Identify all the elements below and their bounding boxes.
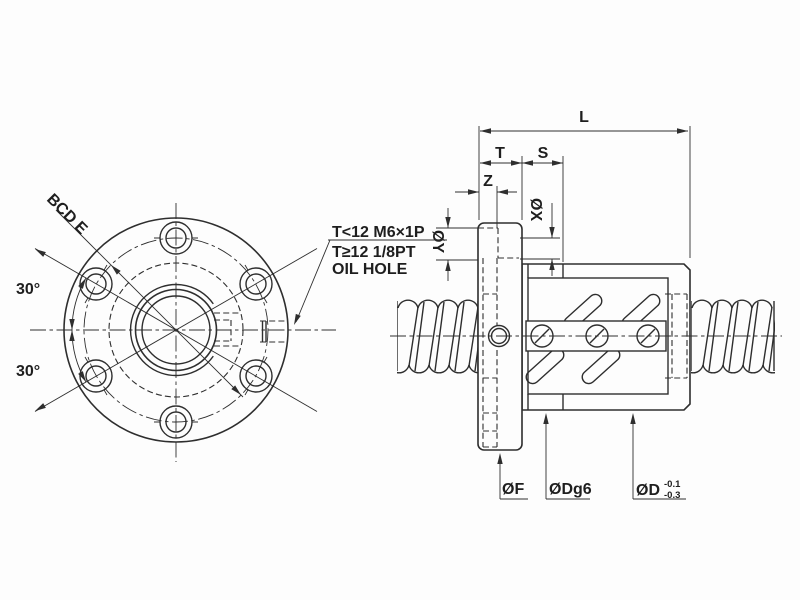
spigot-step-edges — [527, 264, 564, 410]
centerlines — [30, 203, 782, 462]
dim-label-T: T — [495, 145, 505, 162]
dim-label-oD-tol-upper: -0.1 — [664, 479, 681, 490]
dimension-arrowheads — [35, 128, 688, 464]
note-line-2: T≥12 1/8PT — [332, 244, 416, 261]
screw-thread-right — [691, 299, 775, 374]
label-bcd: BCD E — [43, 191, 90, 238]
dim-label-oDg6: ØDg6 — [549, 481, 592, 498]
label-angle-lower: 30° — [16, 363, 40, 380]
screw-thread-left — [397, 299, 478, 374]
front-oil-hole — [260, 320, 288, 343]
side-view: L T S Z ØX ØY ØF ØDg6 ØD -0.1 -0.3 — [397, 109, 775, 501]
dim-label-oD: ØD — [636, 482, 660, 499]
front-view: BCD E 30° 30° — [16, 191, 318, 443]
label-angle-upper: 30° — [16, 281, 40, 298]
dim-label-L: L — [579, 109, 589, 126]
note-line-3: OIL HOLE — [332, 261, 408, 278]
note-line-1: T<12 M6×1P — [332, 224, 425, 241]
dim-label-oD-tol-lower: -0.3 — [664, 490, 680, 501]
oil-hole-note: T<12 M6×1P T≥12 1/8PT OIL HOLE — [295, 224, 447, 323]
dim-label-S: S — [538, 145, 549, 162]
hidden-pocket — [214, 312, 241, 347]
dim-label-oY: ØY — [429, 230, 446, 253]
dim-label-oF: ØF — [502, 481, 524, 498]
dim-label-Z: Z — [483, 173, 493, 190]
bcd-leader-line — [55, 209, 244, 398]
flange-hidden-lines — [478, 227, 519, 448]
dim-label-oX: ØX — [527, 198, 544, 221]
